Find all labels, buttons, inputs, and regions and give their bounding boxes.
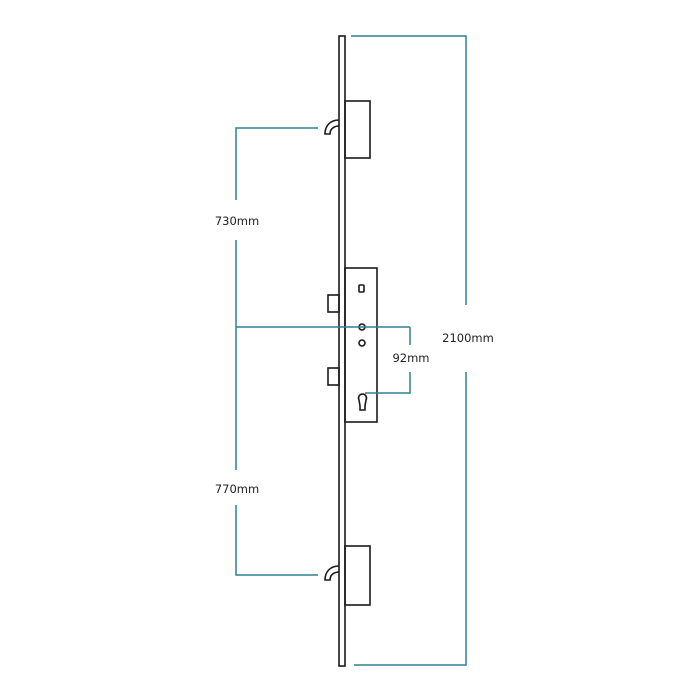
lower-deadbolt-tab: [327, 367, 340, 386]
dim-overall-bottom: [354, 372, 467, 666]
follower-hole-lower: [358, 339, 366, 347]
label-730mm: 730mm: [214, 214, 260, 228]
label-770mm: 770mm: [214, 482, 260, 496]
dimension-lines: [235, 35, 467, 666]
label-92mm: 92mm: [392, 351, 430, 365]
faceplate: [338, 35, 346, 667]
dim-92-lower: [365, 372, 411, 394]
bottom-hook-case: [344, 545, 371, 606]
dim-730-upper: [235, 127, 318, 200]
bottom-hook-icon: [324, 565, 340, 581]
spindle-square: [358, 284, 365, 293]
euro-cylinder-hole: [357, 393, 368, 411]
dim-overall-top: [351, 35, 467, 305]
top-hook-case: [344, 100, 371, 159]
upper-latch-tab: [327, 294, 340, 313]
top-hook-icon: [324, 119, 340, 135]
gearbox-case: [344, 267, 378, 423]
label-2100mm: 2100mm: [442, 331, 494, 345]
dim-770-lower: [235, 505, 318, 576]
